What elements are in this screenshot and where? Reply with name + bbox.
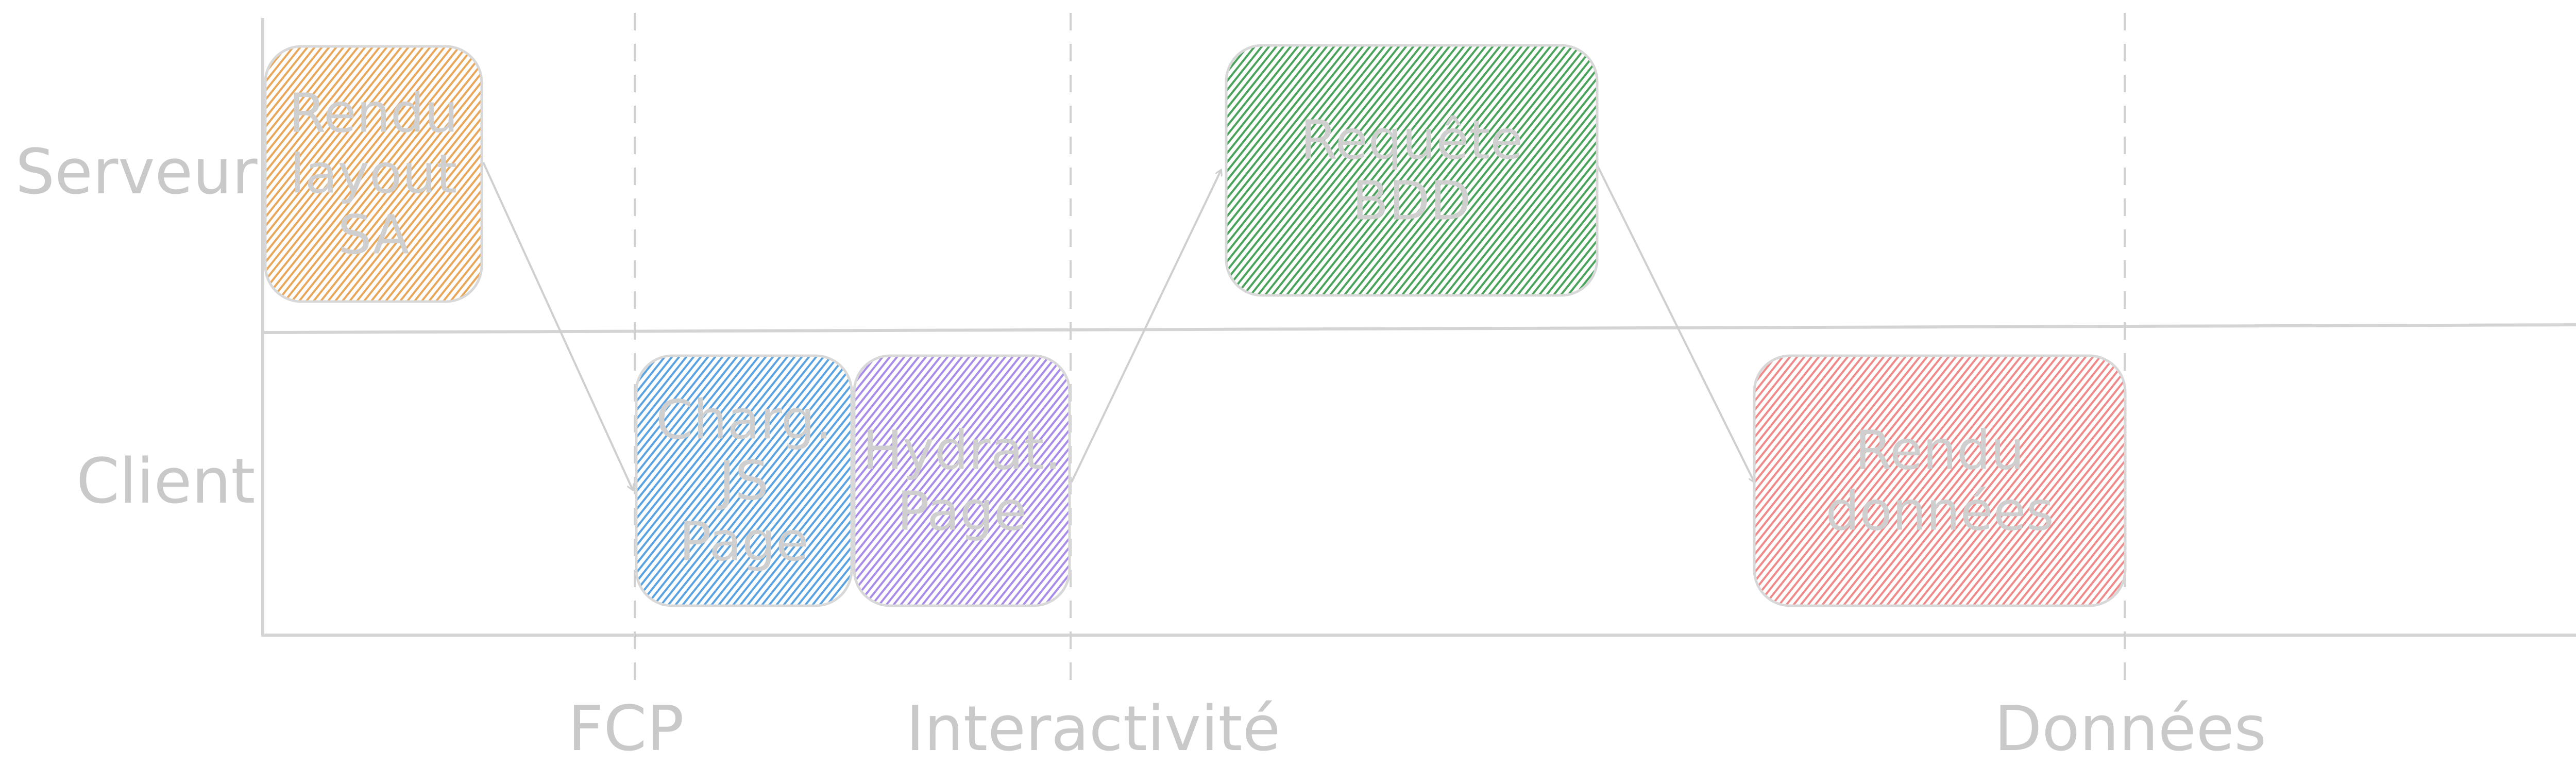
- step-hatch-fill: [854, 356, 1070, 606]
- step-label-line: Page: [897, 480, 1027, 543]
- step-border: [264, 45, 483, 303]
- step-border: [635, 354, 853, 607]
- step-border: [853, 354, 1071, 607]
- step-border: [1225, 44, 1599, 297]
- step-hydrate: Hydrat.Page: [853, 354, 1071, 607]
- step-hatch-fill: [1226, 45, 1597, 295]
- step-label-line: Page: [679, 510, 809, 573]
- step-border: [1753, 354, 2127, 607]
- step-label-line: Requête: [1300, 109, 1523, 172]
- milestone-label-interactivity: Interactivité: [906, 693, 1281, 765]
- lane-label-client: Client: [76, 446, 255, 518]
- step-label-line: JS: [716, 450, 769, 512]
- step-label-line: Hydrat.: [862, 419, 1061, 482]
- step-label-line: Rendu: [289, 82, 458, 145]
- step-label-line: SA: [337, 204, 409, 267]
- step-label-line: données: [1825, 480, 2054, 543]
- step-label-line: Rendu: [1855, 419, 2024, 482]
- step-hatch-fill: [265, 46, 482, 302]
- flow-arrow-hydrate-to-fetch: [1071, 170, 1221, 483]
- step-label-line: BDD: [1352, 170, 1471, 232]
- milestone-label-data: Données: [1994, 693, 2266, 765]
- lane-divider: [262, 323, 2576, 334]
- step-hatch-fill: [636, 356, 852, 606]
- step-label-line: Charg.: [656, 389, 832, 452]
- lane-label-server: Serveur: [15, 137, 258, 208]
- flow-arrow-fetch-to-render: [1596, 164, 1754, 482]
- step-label-line: layout: [290, 143, 457, 206]
- step-label: Hydrat.Page: [862, 419, 1061, 543]
- milestone-label-fcp: FCP: [568, 693, 684, 765]
- step-hatch-fill: [1754, 356, 2125, 606]
- flow-arrow-render-to-load: [482, 162, 633, 490]
